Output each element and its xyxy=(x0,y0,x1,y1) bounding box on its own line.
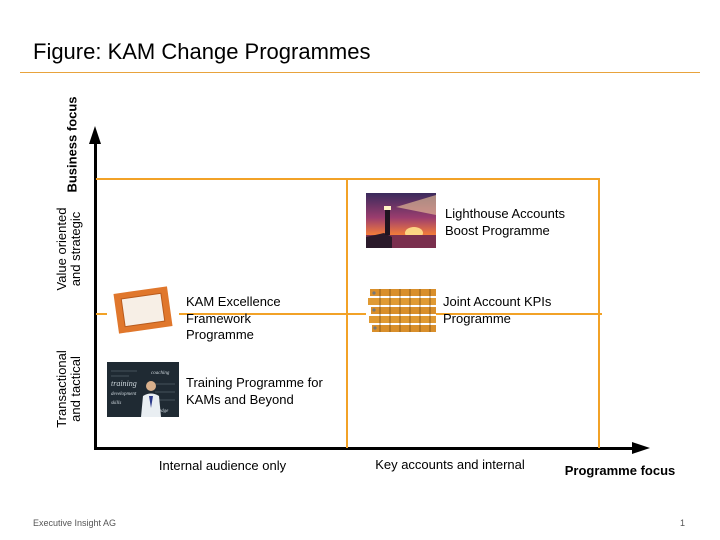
training-label-line-2: KAMs and Beyond xyxy=(186,391,294,407)
chalkboard-icon: training skills coaching development kno… xyxy=(107,362,179,417)
y-axis-arrow-icon xyxy=(89,126,101,144)
training-label: Training Programme for KAMs and Beyond xyxy=(186,375,323,408)
footer-page-number: 1 xyxy=(680,518,686,528)
x-axis xyxy=(94,447,634,450)
matrix-horizontal-divider xyxy=(96,313,602,315)
footer-company: Executive Insight AG xyxy=(33,518,117,528)
lighthouse-label: Lighthouse Accounts Boost Programme xyxy=(445,206,565,239)
x-axis-arrow-icon xyxy=(632,442,650,454)
y-tick-bottom: Transactional and tactical xyxy=(54,339,83,439)
joint-kpi-label-line-2: Programme xyxy=(443,310,511,326)
chalk-word-3: coaching xyxy=(151,371,170,376)
x-tick-left: Internal audience only xyxy=(158,458,287,473)
y-tick-top-line-1: Value oriented xyxy=(54,207,69,291)
kam-excellence-label-line-1: KAM Excellence xyxy=(186,294,281,309)
lighthouse-icon xyxy=(366,193,436,248)
y-tick-bottom-line-2: and tactical xyxy=(68,356,83,422)
chalk-word-2: skills xyxy=(111,401,121,406)
y-axis-label: Business focus xyxy=(64,96,80,193)
kam-excellence-label-line-3: Programme xyxy=(186,327,254,342)
lighthouse-label-line-2: Boost Programme xyxy=(445,222,550,238)
lighthouse-label-line-1: Lighthouse Accounts xyxy=(445,206,565,221)
x-axis-label: Programme focus xyxy=(564,463,676,478)
title-divider xyxy=(20,72,700,73)
training-label-line-1: Training Programme for xyxy=(186,375,323,390)
chalk-word-1: training xyxy=(111,379,137,388)
joint-kpi-label: Joint Account KPIs Programme xyxy=(443,294,551,327)
x-tick-right: Key accounts and internal xyxy=(375,457,525,472)
y-tick-bottom-line-1: Transactional xyxy=(54,350,69,428)
page-title: Figure: KAM Change Programmes xyxy=(33,39,371,64)
kam-excellence-label: KAM Excellence Framework Programme xyxy=(186,294,281,344)
kam-excellence-label-line-2: Framework xyxy=(186,310,252,326)
chalk-word-4: development xyxy=(111,392,137,397)
joint-kpi-label-line-1: Joint Account KPIs xyxy=(443,294,552,309)
y-axis xyxy=(94,140,97,450)
frame-icon xyxy=(107,282,179,337)
y-tick-top-line-2: and strategic xyxy=(68,211,83,287)
ruler-icon xyxy=(366,283,436,338)
y-tick-top: Value oriented and strategic xyxy=(54,199,83,299)
